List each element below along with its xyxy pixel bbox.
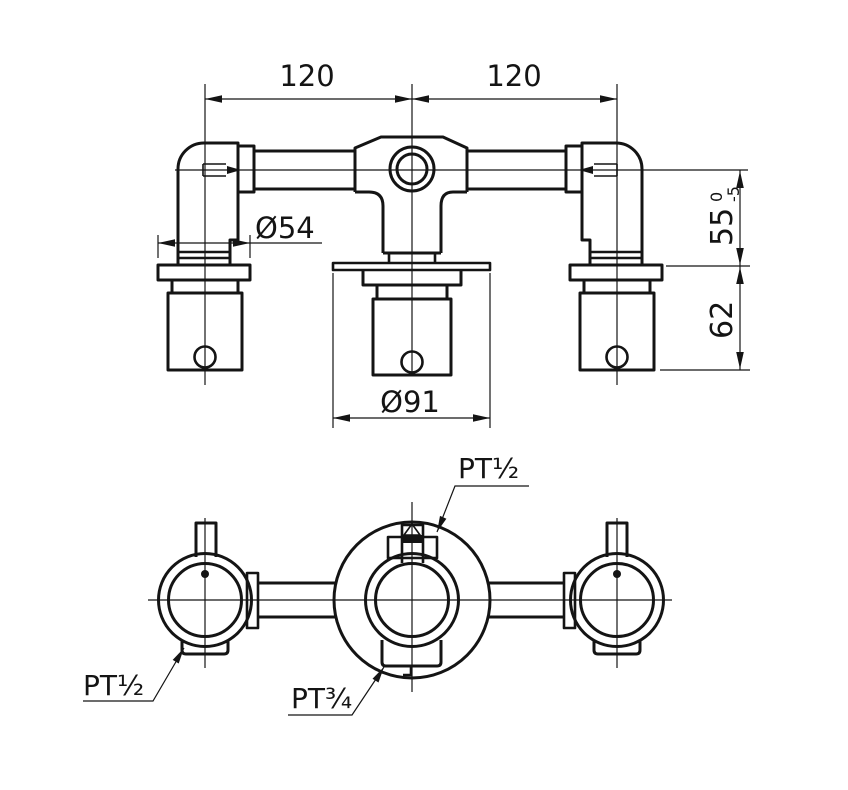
tee-outlet-boss-outer bbox=[388, 145, 436, 193]
arrowhead bbox=[205, 95, 222, 103]
leaders bbox=[83, 485, 529, 716]
plan-center-ring-outer bbox=[364, 552, 460, 648]
dim-label-spacing-right: 120 bbox=[486, 59, 541, 93]
dim-label-tolerance-lower: -5 bbox=[724, 186, 743, 202]
center-cylinder-hole bbox=[400, 350, 424, 374]
plan-left-pipe bbox=[258, 581, 336, 619]
right-flow-arrowhead bbox=[579, 166, 593, 174]
plan-view bbox=[157, 520, 665, 680]
arrowhead bbox=[172, 648, 184, 664]
dim-label-body-depth-group: 62 bbox=[705, 301, 740, 339]
dim-ext-depth bbox=[660, 265, 750, 371]
plan-right-outer-circle bbox=[569, 552, 665, 648]
dimensions bbox=[157, 95, 750, 428]
left-flange bbox=[156, 263, 252, 282]
right-cylinder bbox=[578, 291, 656, 372]
arrowhead bbox=[473, 414, 490, 422]
center-cylinder bbox=[371, 297, 453, 377]
label-thread-bottom: PT¾ bbox=[291, 682, 352, 715]
leader-thread-left bbox=[83, 647, 185, 702]
arrowhead bbox=[437, 515, 447, 532]
arrowhead bbox=[736, 267, 744, 284]
dim-label-flange-diameter: Ø54 bbox=[255, 211, 315, 245]
left-thread-symbol bbox=[202, 163, 226, 177]
tee-body bbox=[353, 135, 469, 192]
right-elbow-body bbox=[580, 141, 644, 265]
dim-ext-escutcheon bbox=[332, 273, 491, 428]
arrowhead bbox=[736, 171, 744, 188]
leader-thread-bottom bbox=[288, 666, 385, 716]
tee-outlet-boss-inner bbox=[395, 152, 429, 186]
plan-right-dot bbox=[613, 570, 621, 578]
left-cylinder bbox=[166, 291, 244, 372]
label-thread-top: PT½ bbox=[458, 452, 519, 485]
dim-label-escutcheon-diameter: Ø91 bbox=[380, 385, 440, 419]
dim-label-wall-depth: 55 bbox=[705, 208, 740, 246]
tee-left-fillet-stem bbox=[355, 190, 385, 253]
center-escutcheon-plate bbox=[331, 261, 492, 272]
right-thread-symbol bbox=[594, 163, 618, 177]
arrowhead bbox=[395, 95, 412, 103]
right-pipe bbox=[467, 149, 566, 191]
left-elbow-body bbox=[176, 141, 240, 265]
dim-label-spacing-left: 120 bbox=[279, 59, 334, 93]
left-flow-arrowhead bbox=[227, 166, 241, 174]
plan-center-body-circle bbox=[332, 520, 492, 680]
arrowhead bbox=[736, 248, 744, 265]
right-coupling-nut bbox=[564, 144, 584, 194]
arrowhead bbox=[333, 414, 350, 422]
dim-label-wall-depth-group: 55 0 -5 bbox=[705, 186, 743, 246]
arrowhead bbox=[372, 667, 384, 683]
arrowhead bbox=[158, 239, 175, 247]
arrowhead bbox=[412, 95, 429, 103]
right-flange bbox=[568, 263, 664, 282]
plan-left-outer-circle bbox=[157, 552, 253, 648]
plan-right-connector bbox=[562, 571, 577, 630]
plan-right-pipe bbox=[488, 581, 564, 619]
front-view bbox=[156, 135, 664, 377]
right-cylinder-hole bbox=[605, 345, 629, 369]
right-step bbox=[582, 280, 652, 293]
left-pipe bbox=[254, 149, 355, 191]
labels: 120 120 Ø54 Ø91 55 0 -5 62 PT½ PT½ PT¾ bbox=[83, 59, 743, 715]
plan-left-stub bbox=[194, 521, 218, 557]
plan-left-dot bbox=[201, 570, 209, 578]
tee-neck bbox=[387, 253, 437, 263]
arrowhead bbox=[233, 239, 250, 247]
label-thread-left: PT½ bbox=[83, 669, 144, 702]
left-cylinder-hole bbox=[193, 345, 217, 369]
left-elbow-locknut-lines bbox=[179, 250, 230, 260]
leader-thread-top bbox=[436, 485, 529, 533]
left-step bbox=[170, 280, 240, 293]
plan-center-stub-fill bbox=[403, 535, 422, 543]
plan-center-notch bbox=[403, 666, 413, 677]
plan-right-stub bbox=[605, 521, 629, 557]
arrowhead bbox=[600, 95, 617, 103]
plan-center-ring-inner bbox=[374, 562, 450, 638]
dim-label-tolerance-upper: 0 bbox=[707, 192, 726, 202]
plan-left-inner-circle bbox=[167, 562, 243, 638]
center-step-2 bbox=[375, 285, 449, 299]
right-elbow-locknut-lines bbox=[590, 250, 641, 260]
center-step-1 bbox=[361, 270, 463, 287]
plan-right-bottom-tab bbox=[592, 641, 642, 656]
left-coupling-nut bbox=[236, 144, 256, 194]
arrowhead bbox=[736, 352, 744, 369]
plan-left-connector bbox=[245, 571, 260, 630]
dim-ext-flange bbox=[157, 235, 251, 258]
dim-label-body-depth: 62 bbox=[705, 301, 740, 339]
plan-right-inner-circle bbox=[579, 562, 655, 638]
tee-right-fillet-stem bbox=[439, 190, 467, 253]
centerlines bbox=[148, 84, 748, 692]
